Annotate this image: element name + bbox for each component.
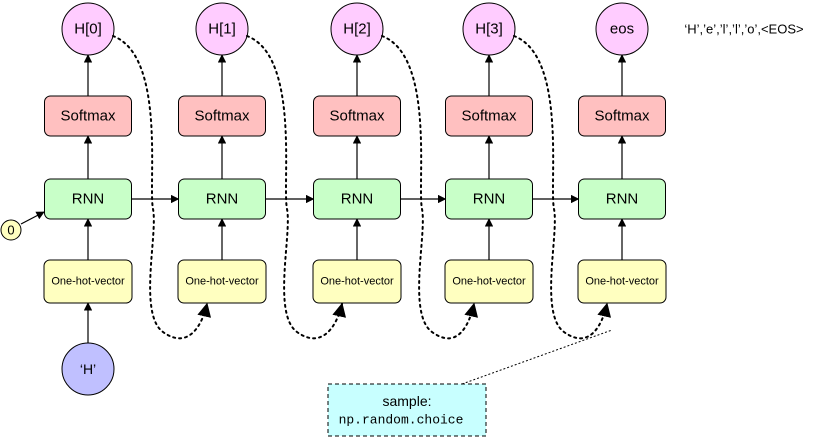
softmax-box: [313, 95, 401, 137]
output-label: H[1]: [208, 21, 236, 38]
one-hot-vector-box: [43, 259, 133, 304]
one-hot-vector-label: One-hot-vector: [452, 276, 526, 288]
output-label: eos: [610, 21, 634, 38]
rnn-label: RNN: [606, 191, 639, 208]
softmax-label: Softmax: [594, 108, 650, 125]
initial-state: 0: [0, 219, 22, 241]
output-label: H[2]: [343, 21, 371, 38]
rnn-label: RNN: [473, 191, 506, 208]
sample-note: sample: np.random.choice: [327, 383, 487, 437]
output-sequence-text: ‘H’,’e’,’l’,’l’,’o’,<EOS>: [684, 22, 803, 37]
softmax-label: Softmax: [461, 108, 517, 125]
softmax-box: [578, 95, 666, 137]
input-token-label: ‘H’: [80, 361, 96, 377]
softmax-label: Softmax: [60, 108, 116, 125]
output-label: H[0]: [74, 21, 102, 38]
sample-note-box: [327, 383, 487, 437]
softmax-box: [445, 95, 533, 137]
one-hot-vector-box: [177, 259, 267, 304]
one-hot-vector-label: One-hot-vector: [585, 276, 659, 288]
softmax-label: Softmax: [194, 108, 250, 125]
initial-state-arrow: [20, 211, 45, 225]
softmax-box: [44, 95, 132, 137]
one-hot-vector-label: One-hot-vector: [51, 276, 125, 288]
softmax-box: [178, 95, 266, 137]
rnn-label: RNN: [206, 191, 239, 208]
sample-note-title: sample:: [382, 393, 431, 409]
one-hot-vector-box: [577, 259, 667, 304]
sampled-output-feedback-arrow: [246, 35, 347, 340]
sampled-output-feedback-arrow: [112, 35, 212, 340]
output-label: H[3]: [475, 21, 503, 38]
output-node: [330, 2, 384, 56]
one-hot-vector-box: [312, 259, 402, 304]
one-hot-vector-box: [444, 259, 534, 304]
output-node: [195, 2, 249, 56]
softmax-label: Softmax: [329, 108, 385, 125]
input-token: ‘H’: [61, 342, 115, 396]
one-hot-vector-label: One-hot-vector: [320, 276, 394, 288]
rnn-cell: [578, 178, 666, 220]
sample-note-code: np.random.choice: [339, 413, 464, 428]
initial-state-label: 0: [7, 223, 14, 238]
initial-state-node: [0, 219, 22, 241]
rnn-label: RNN: [341, 191, 374, 208]
one-hot-vector-label: One-hot-vector: [185, 276, 259, 288]
sample-note-pointer: [461, 329, 613, 385]
input-token-node: [61, 342, 115, 396]
rnn-label: RNN: [72, 191, 105, 208]
output-node: [462, 2, 516, 56]
output-node: [61, 2, 115, 56]
output-node: [595, 2, 649, 56]
